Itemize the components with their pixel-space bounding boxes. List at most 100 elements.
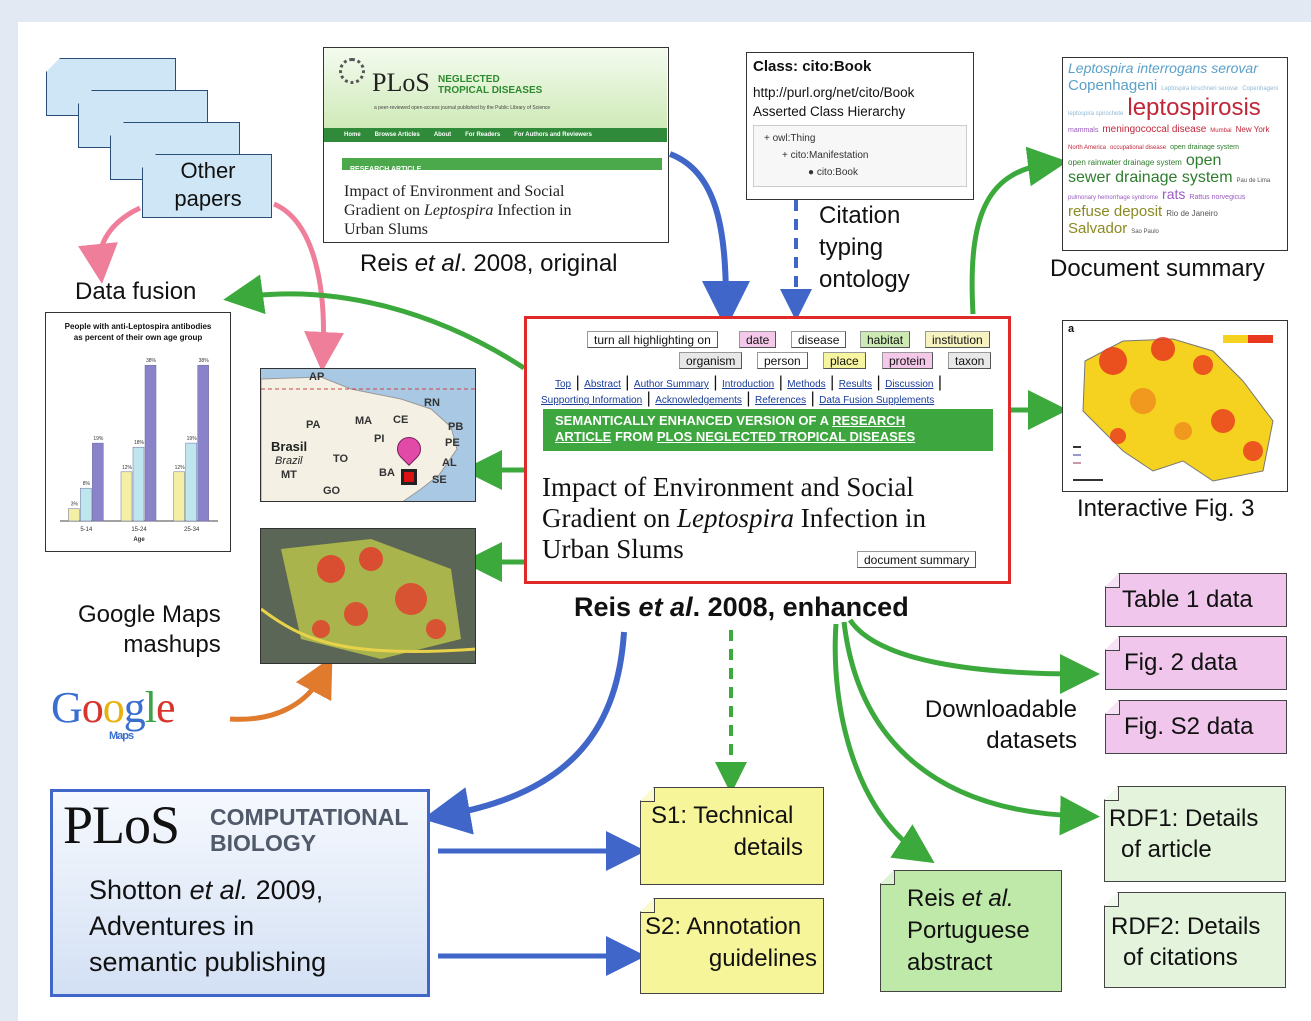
bullet-icon: ●: [808, 167, 817, 178]
link-discussion[interactable]: Discussion: [885, 379, 934, 390]
nav-browse[interactable]: Browse Articles: [374, 132, 420, 138]
map-label-pa: PA: [306, 419, 321, 431]
btn-organism[interactable]: organism: [679, 352, 743, 369]
chart-bar[interactable]: [197, 364, 209, 522]
cloud-word[interactable]: Pau de Lima: [1236, 178, 1271, 185]
link-supporting-info[interactable]: Supporting Information: [541, 395, 643, 406]
cloud-word[interactable]: Rattus norvegicus: [1189, 193, 1246, 201]
btn-institution[interactable]: institution: [925, 331, 990, 348]
cloud-word[interactable]: leptospirosis: [1127, 93, 1261, 121]
arrow-enhanced-to-portuguese: [832, 623, 935, 864]
link-results[interactable]: Results: [838, 379, 873, 390]
plos-comp-bio-box[interactable]: PLoS COMPUTATIONAL BIOLOGY Shotton et al…: [50, 789, 430, 997]
cloud-word[interactable]: mammals: [1068, 126, 1099, 134]
cito-hierarchy-tree: + owl:Thing + cito:Manifestation ● cito:…: [753, 125, 967, 187]
chart-bar[interactable]: [120, 471, 133, 522]
dataset-table1[interactable]: Table 1 data: [1105, 573, 1287, 627]
maps-mashup-image[interactable]: [260, 528, 476, 664]
rdf2-box[interactable]: RDF2: Details of citations: [1104, 892, 1286, 988]
chart-bar[interactable]: [80, 487, 92, 522]
chart-bar[interactable]: [144, 364, 157, 522]
cloud-word[interactable]: open rainwater drainage system: [1068, 158, 1182, 168]
cloud-word[interactable]: occupational disease: [1110, 144, 1167, 151]
other-papers-label-line1: Other: [180, 158, 236, 183]
chart-bar[interactable]: [132, 446, 145, 522]
cloud-word[interactable]: Salvador: [1068, 219, 1128, 237]
salvador-marker-icon[interactable]: [401, 469, 417, 485]
cloud-word[interactable]: North America: [1068, 144, 1107, 151]
rdf1-box[interactable]: RDF1: Details of article: [1104, 786, 1286, 882]
link-introduction[interactable]: Introduction: [721, 379, 775, 390]
chart-bar[interactable]: [185, 442, 197, 522]
cloud-word[interactable]: Leptospira kirschneri serovar: [1161, 85, 1239, 92]
plos-ntd-original-page[interactable]: PLoS NEGLECTED TROPICAL DISEASES a peer-…: [323, 47, 669, 243]
cloud-word[interactable]: refuse deposit: [1068, 202, 1163, 220]
word-cloud[interactable]: Leptospira interrogans serovarCopenhagen…: [1062, 57, 1288, 251]
link-top[interactable]: Top: [555, 379, 572, 390]
arrow-enhanced-to-datasets: [847, 618, 1100, 694]
cloud-word[interactable]: leptospira spirochete: [1068, 110, 1124, 117]
btn-protein[interactable]: protein: [882, 352, 933, 369]
cloud-word[interactable]: open drainage system: [1170, 143, 1239, 151]
map-label-ba: BA: [379, 467, 395, 479]
chart-data-label: 12%: [175, 465, 186, 471]
other-papers-label-line2: papers: [174, 186, 242, 211]
link-acknowledgements[interactable]: Acknowledgements: [655, 395, 742, 406]
cloud-word[interactable]: Copenhageni: [1068, 76, 1158, 94]
interactive-fig-3[interactable]: a: [1062, 320, 1288, 492]
chart-bar[interactable]: [68, 508, 80, 522]
cloud-word[interactable]: open: [1185, 152, 1222, 170]
s1-technical-details[interactable]: S1: Technical details: [640, 787, 824, 885]
cloud-word[interactable]: meningococcal disease: [1102, 123, 1207, 135]
cloud-word[interactable]: pulmonary hemorrhage syndrome: [1068, 194, 1159, 201]
cloud-word[interactable]: Mumbai: [1210, 127, 1232, 134]
cloud-word[interactable]: Rio de Janeiro: [1166, 208, 1218, 218]
cloud-word[interactable]: New York: [1235, 124, 1270, 134]
downloadable-datasets-label: Downloadable datasets: [924, 696, 1077, 754]
dataset-fig2[interactable]: Fig. 2 data: [1105, 636, 1287, 690]
map-label-to: TO: [333, 453, 349, 465]
cloud-word[interactable]: rats: [1162, 185, 1186, 202]
arrow-enhanced-to-doc-summary: [969, 146, 1068, 315]
dataset-figs2[interactable]: Fig. S2 data: [1105, 700, 1287, 754]
data-fusion-chart[interactable]: People with anti-Leptospira antibodies a…: [45, 312, 231, 552]
btn-taxon[interactable]: taxon: [948, 352, 992, 369]
cito-class-box[interactable]: Class: cito:Book http://purl.org/net/cit…: [746, 52, 974, 200]
interactive-fig-caption: Interactive Fig. 3: [1077, 495, 1255, 522]
google-logo-letter: o: [81, 683, 104, 732]
google-logo-letter: e: [156, 683, 176, 732]
cloud-word[interactable]: Leptospira interrogans serovar: [1068, 60, 1258, 76]
btn-date[interactable]: date: [739, 331, 777, 348]
diagram-canvas: Other papers Data fusion People with ant…: [18, 22, 1311, 1021]
document-summary-button[interactable]: document summary: [857, 551, 977, 568]
brazil-map[interactable]: AP PA MA CE RN PB PE AL SE BA PI TO GO M…: [260, 368, 476, 502]
chart-bar[interactable]: [92, 442, 104, 522]
link-author-summary[interactable]: Author Summary: [633, 379, 709, 390]
btn-person[interactable]: person: [757, 352, 808, 369]
data-fusion-label: Data fusion: [75, 278, 197, 305]
other-papers-box: Other papers: [142, 154, 272, 218]
link-references[interactable]: References: [754, 395, 807, 406]
cloud-word[interactable]: Copenhageni: [1242, 85, 1278, 92]
enhanced-article[interactable]: turn all highlighting on date disease ha…: [524, 316, 1011, 584]
cloud-word[interactable]: sewer drainage system: [1068, 169, 1233, 187]
link-methods[interactable]: Methods: [787, 379, 826, 390]
btn-habitat[interactable]: habitat: [860, 331, 911, 348]
btn-place[interactable]: place: [823, 352, 866, 369]
s2-annotation-guidelines[interactable]: S2: Annotation guidelines: [640, 898, 824, 994]
btn-disease[interactable]: disease: [791, 331, 847, 348]
link-data-fusion[interactable]: Data Fusion Supplements: [819, 395, 935, 406]
link-abstract[interactable]: Abstract: [584, 379, 621, 390]
nav-home[interactable]: Home: [344, 132, 361, 138]
portuguese-abstract-box[interactable]: Reis et al. Portuguese abstract: [880, 870, 1062, 992]
nav-authors[interactable]: For Authors and Reviewers: [514, 132, 592, 138]
chart-bar[interactable]: [173, 471, 185, 522]
chart-data-label: 12%: [122, 465, 133, 471]
chart-tick-label: 25-34: [184, 527, 200, 533]
chart-tick-label: 5-14: [80, 527, 93, 533]
plos-ntd-tagline: a peer-reviewed open-access journal publ…: [374, 105, 551, 111]
cloud-word[interactable]: Sao Paulo: [1131, 228, 1159, 235]
nav-about[interactable]: About: [433, 132, 452, 138]
nav-readers[interactable]: For Readers: [465, 132, 501, 138]
btn-highlight-all[interactable]: turn all highlighting on: [587, 331, 718, 348]
